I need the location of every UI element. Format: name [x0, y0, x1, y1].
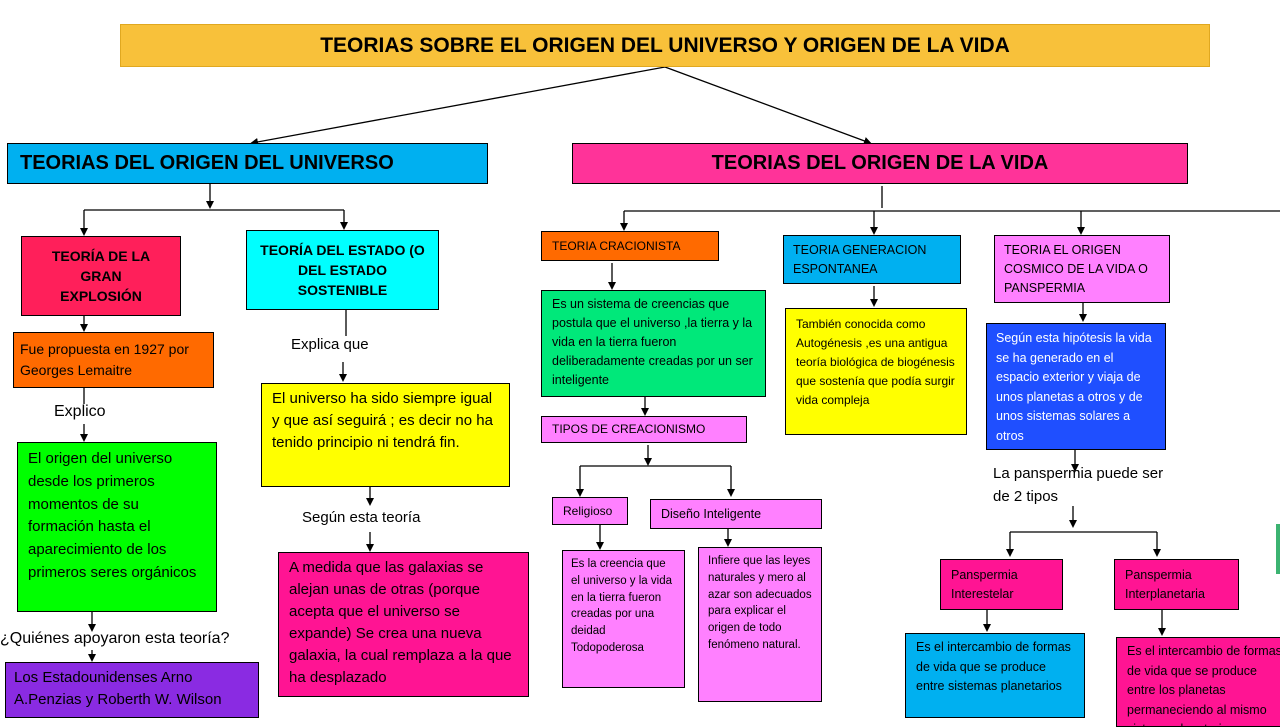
interstellar-description: Es el intercambio de formas de vida que …	[905, 633, 1085, 718]
interplanetary-label: Panspermia Interplanetaria	[1114, 559, 1239, 610]
intelligent-design-description: Infiere que las leyes naturales y mero a…	[698, 547, 822, 702]
life-header: TEORIAS DEL ORIGEN DE LA VIDA	[572, 143, 1188, 184]
link-explica-que: Explica que	[291, 336, 369, 353]
religious-label: Religioso	[552, 497, 628, 525]
creationist-title: TEORIA CRACIONISTA	[541, 231, 719, 261]
main-title: TEORIAS SOBRE EL ORIGEN DEL UNIVERSO Y O…	[120, 24, 1210, 67]
interstellar-label: Panspermia Interestelar	[940, 559, 1063, 610]
universe-header: TEORIAS DEL ORIGEN DEL UNIVERSO	[7, 143, 488, 184]
intelligent-design-label: Diseño Inteligente	[650, 499, 822, 529]
interplanetary-description: Es el intercambio de formas de vida que …	[1116, 637, 1280, 727]
creationist-description: Es un sistema de creencias que postula q…	[541, 290, 766, 397]
big-bang-title: TEORÍA DE LA GRAN EXPLOSIÓN	[21, 236, 181, 316]
panspermia-description: Según esta hipótesis la vida se ha gener…	[986, 323, 1166, 450]
link-explico: Explico	[54, 403, 106, 420]
spontaneous-description: También conocida como Autogénesis ,es un…	[785, 308, 967, 435]
steady-state-detail: A medida que las galaxias se alejan unas…	[278, 552, 529, 697]
link-segun-teoria: Según esta teoría	[302, 509, 421, 526]
big-bang-supporters: Los Estadounidenses Arno A.Penzias y Rob…	[5, 662, 259, 718]
panspermia-types: La panspermia puede ser de 2 tipos	[993, 465, 1164, 505]
creationism-types: TIPOS DE CREACIONISMO	[541, 416, 747, 443]
steady-state-explanation: El universo ha sido siempre igual y que …	[261, 383, 510, 487]
spontaneous-title: TEORIA GENERACION ESPONTANEA	[783, 235, 961, 284]
steady-state-title: TEORÍA DEL ESTADO (O DEL ESTADO SOSTENIB…	[246, 230, 439, 310]
big-bang-explanation: El origen del universo desde los primero…	[17, 442, 217, 612]
big-bang-proposed: Fue propuesta en 1927 por Georges Lemait…	[13, 332, 214, 388]
big-bang-question: ¿Quiénes apoyaron esta teoría?	[0, 630, 230, 647]
religious-description: Es la creencia que el universo y la vida…	[562, 550, 685, 688]
panspermia-title: TEORIA EL ORIGEN COSMICO DE LA VIDA O PA…	[994, 235, 1170, 303]
